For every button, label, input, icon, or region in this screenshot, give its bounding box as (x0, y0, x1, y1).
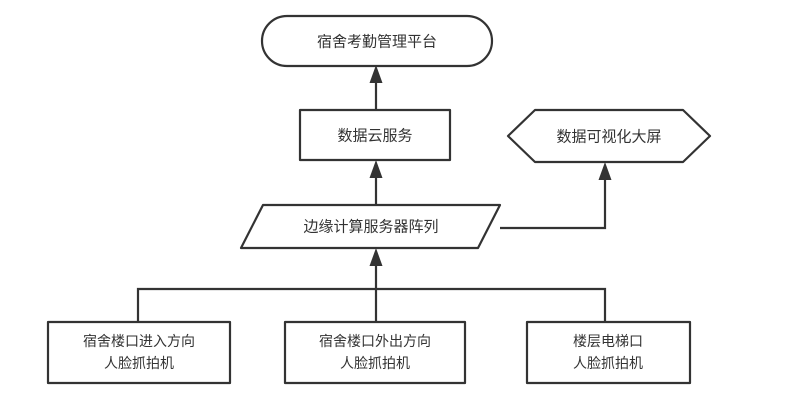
node-platform-label: 宿舍考勤管理平台 (317, 33, 437, 51)
node-camera-elevator-shape (525, 320, 692, 385)
arrow-head-icon (369, 248, 383, 266)
node-camera-exit-shape (283, 320, 467, 385)
node-camera-elevator-label-line2: 人脸抓拍机 (573, 356, 643, 372)
node-camera-exit-label-line2: 人脸抓拍机 (340, 356, 410, 372)
node-cloud-service-shape (298, 108, 452, 162)
connector-layer (136, 65, 612, 322)
node-platform-shape (260, 14, 494, 68)
node-camera-exit-label-line1: 宿舍楼口外出方向 (319, 333, 431, 350)
node-big-screen-label: 数据可视化大屏 (556, 128, 661, 146)
node-camera-entry[interactable]: 宿舍楼口进入方向 人脸抓拍机 (46, 320, 232, 385)
node-camera-entry-label-line1: 宿舍楼口进入方向 (83, 333, 195, 350)
arrow-head-icon (369, 160, 383, 178)
node-edge-array-shape (239, 203, 502, 250)
camera-bus-line (136, 287, 607, 322)
node-camera-entry-label-line2: 人脸抓拍机 (104, 356, 174, 372)
node-edge-array-label: 边缘计算服务器阵列 (303, 218, 438, 236)
edge-cloud-to-platform (369, 65, 383, 110)
node-big-screen[interactable]: 数据可视化大屏 (506, 108, 712, 164)
node-camera-entry-shape (46, 320, 232, 385)
node-edge-array[interactable]: 边缘计算服务器阵列 (239, 203, 502, 250)
node-cloud-service[interactable]: 数据云服务 (298, 108, 452, 162)
node-big-screen-shape (506, 108, 712, 164)
arrow-head-icon (369, 65, 383, 83)
edge-edgearray-to-cloud (369, 160, 383, 205)
node-camera-elevator[interactable]: 楼层电梯口 人脸抓拍机 (525, 320, 692, 385)
edge-edgearray-to-bigscreen (500, 162, 612, 230)
arrow-head-icon (598, 162, 612, 180)
edge-cameras-to-edgearray (136, 248, 607, 322)
node-camera-exit[interactable]: 宿舍楼口外出方向 人脸抓拍机 (283, 320, 467, 385)
node-camera-elevator-label-line1: 楼层电梯口 (573, 334, 643, 350)
node-cloud-service-label: 数据云服务 (337, 127, 412, 145)
edge-line (500, 176, 607, 230)
node-platform[interactable]: 宿舍考勤管理平台 (260, 14, 494, 68)
